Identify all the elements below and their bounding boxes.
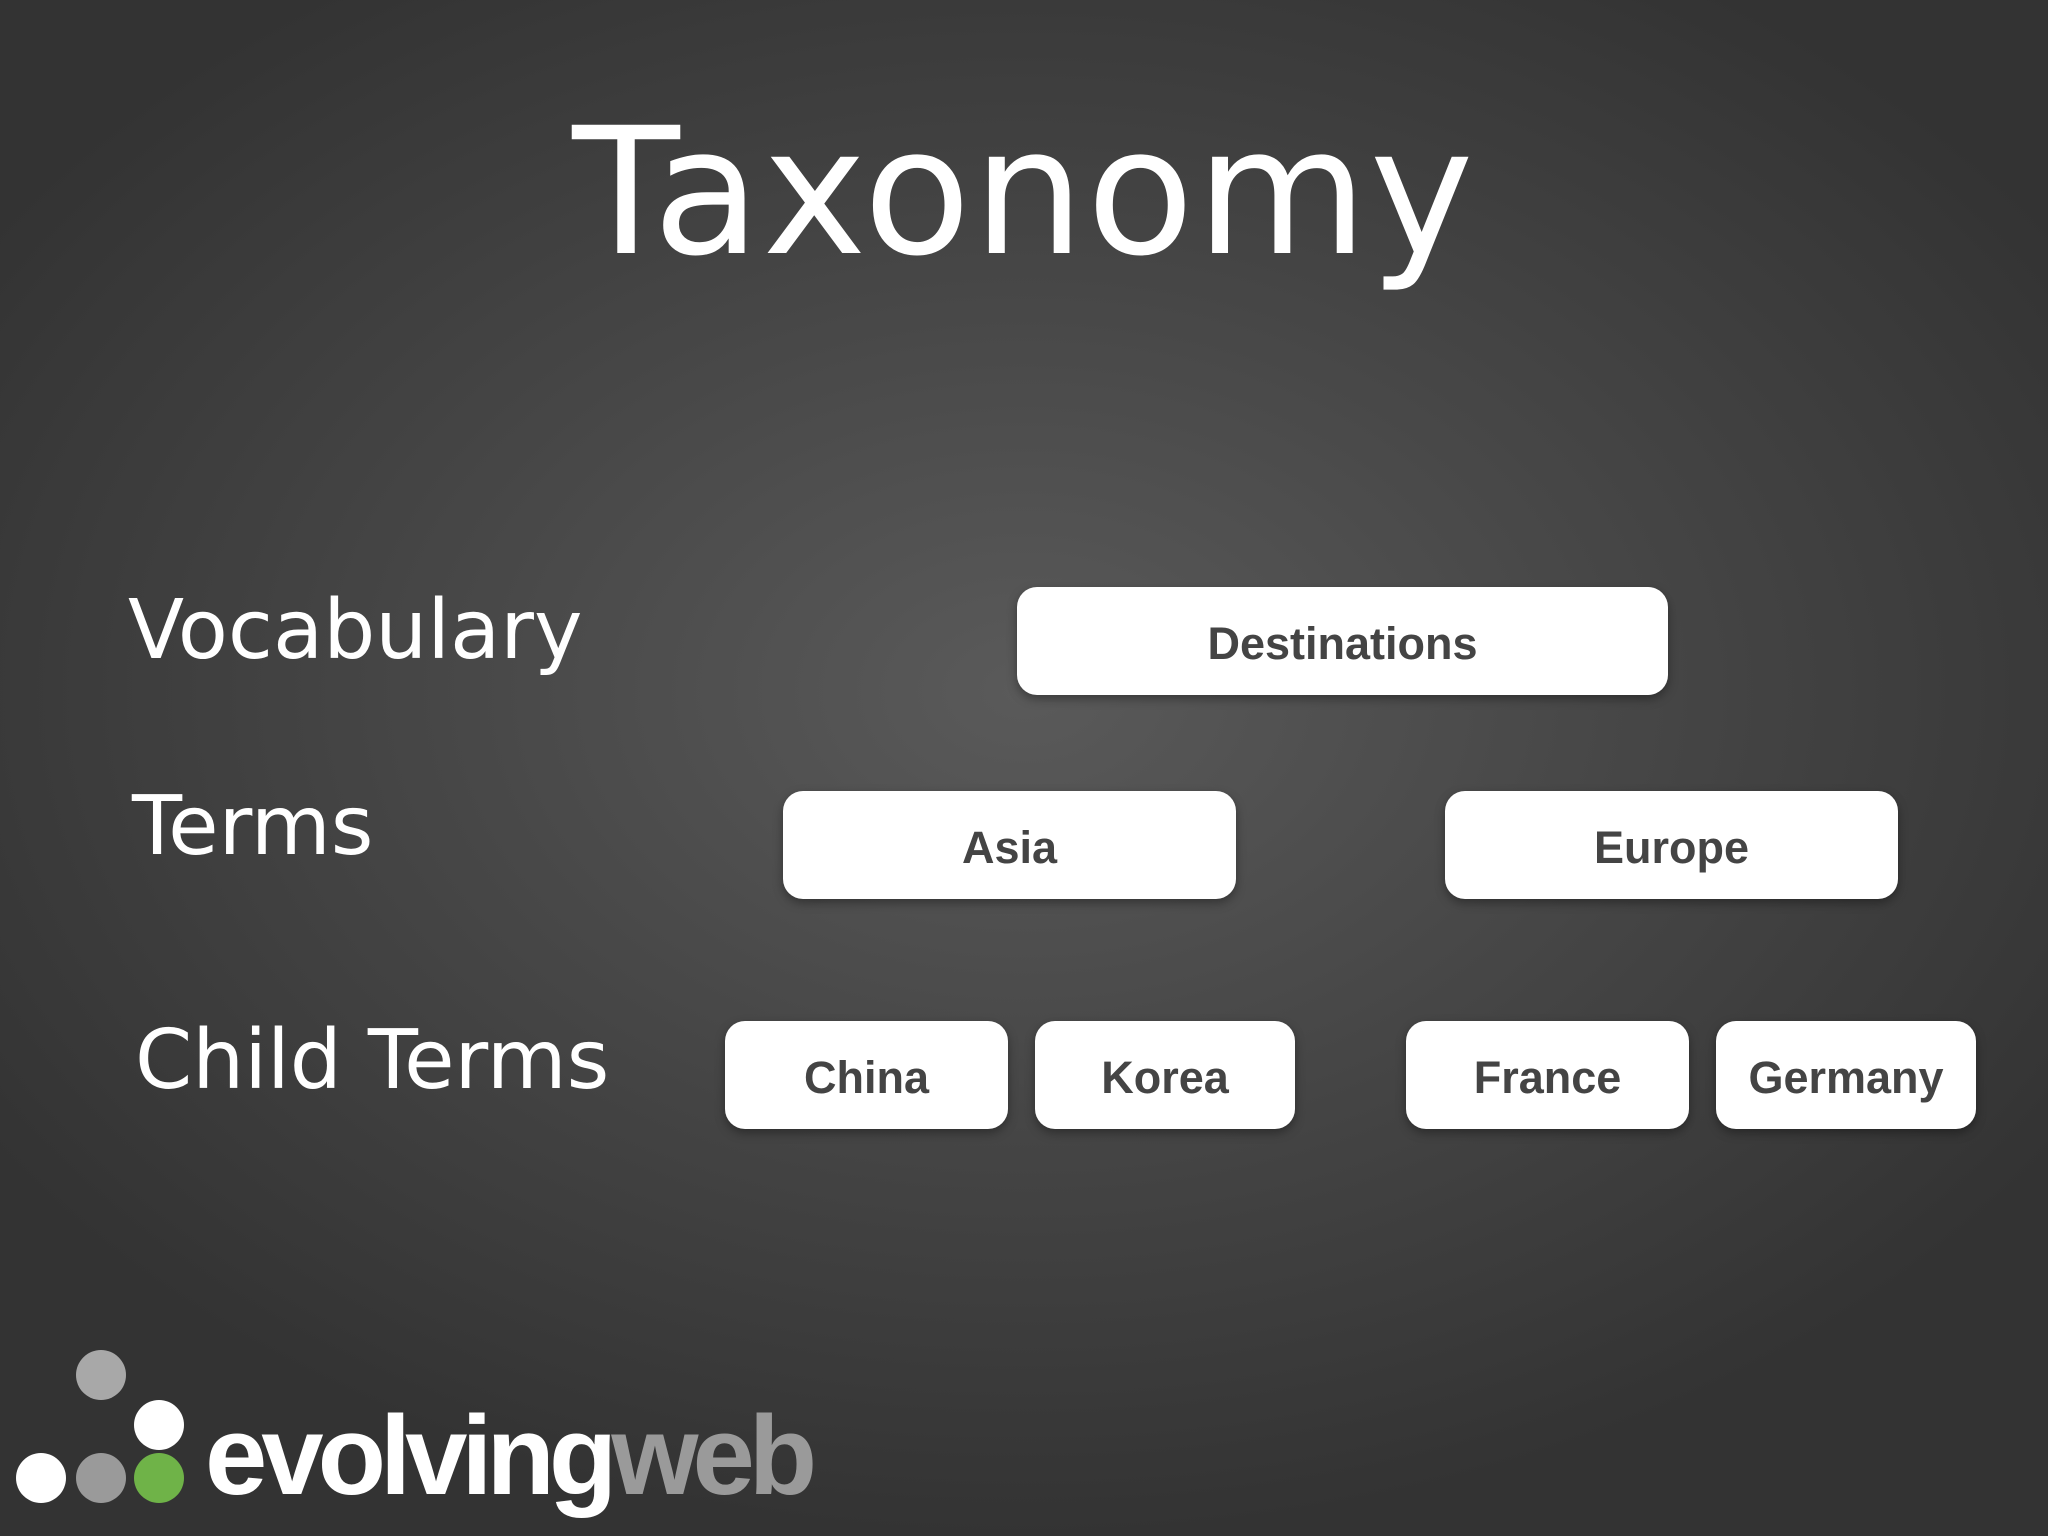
child-term-node-france: France	[1406, 1021, 1689, 1129]
child-term-node-korea: Korea	[1035, 1021, 1295, 1129]
node-label: Asia	[961, 822, 1058, 873]
logo-word-evolving: evolving	[205, 1393, 617, 1518]
slide-title: Taxonomy	[572, 90, 1476, 295]
logo-dot-white-left	[16, 1453, 66, 1503]
logo-wordmark: evolvingweb	[205, 1400, 817, 1512]
node-label: Destinations	[1207, 618, 1478, 669]
terms-row-label: Terms	[132, 779, 374, 874]
node-label: China	[803, 1052, 929, 1103]
logo-dot-gray-top	[76, 1350, 126, 1400]
child-terms-row-label: Child Terms	[135, 1013, 610, 1108]
term-node-europe: Europe	[1445, 791, 1898, 899]
logo-dot-green	[134, 1453, 184, 1503]
vocabulary-row-label: Vocabulary	[128, 583, 583, 678]
node-label: Europe	[1593, 822, 1750, 873]
logo-dot-gray-bottom	[76, 1453, 126, 1503]
child-term-node-germany: Germany	[1716, 1021, 1976, 1129]
node-label: France	[1473, 1052, 1622, 1103]
logo-dot-white-mid	[134, 1400, 184, 1450]
vocabulary-node-destinations: Destinations	[1017, 587, 1668, 695]
node-label: Korea	[1101, 1052, 1229, 1103]
node-label: Germany	[1748, 1052, 1944, 1103]
term-node-asia: Asia	[783, 791, 1236, 899]
logo-word-web: web	[611, 1393, 817, 1518]
child-term-node-china: China	[725, 1021, 1008, 1129]
